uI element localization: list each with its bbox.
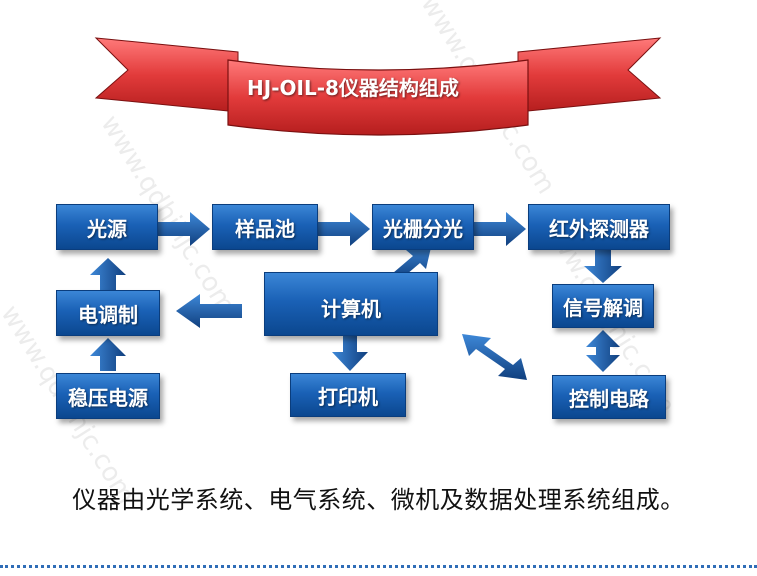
arrow-computer-control (462, 334, 527, 380)
arrow-sample-to-grating (318, 212, 370, 246)
arrow-computer-to-modulation (176, 294, 242, 328)
block-grating: 光栅分光 (372, 204, 474, 250)
block-control-circuit: 控制电路 (552, 375, 666, 419)
arrow-power-to-modulation (90, 338, 126, 371)
dotted-divider (0, 565, 757, 568)
diagram-title: HJ-OIL-8仪器结构组成 (247, 76, 459, 100)
block-light-source: 光源 (56, 204, 158, 250)
arrow-modulation-to-light (90, 258, 126, 290)
arrow-detector-to-demod (584, 250, 622, 283)
block-signal-demod: 信号解调 (552, 284, 654, 328)
arrow-light-to-sample (158, 212, 210, 246)
arrow-demod-control (586, 330, 620, 372)
block-computer: 计算机 (264, 272, 438, 336)
caption-text: 仪器由光学系统、电气系统、微机及数据处理系统组成。 (72, 486, 685, 514)
block-ir-detector: 红外探测器 (528, 204, 670, 250)
arrow-grating-to-detector (474, 212, 526, 246)
block-regulated-power: 稳压电源 (56, 373, 160, 419)
arrow-computer-to-printer (332, 336, 368, 371)
block-printer: 打印机 (290, 373, 406, 417)
arrow-computer-to-grating (393, 243, 432, 280)
block-modulation: 电调制 (56, 290, 160, 336)
title-banner (94, 37, 662, 136)
block-sample-cell: 样品池 (212, 204, 318, 250)
